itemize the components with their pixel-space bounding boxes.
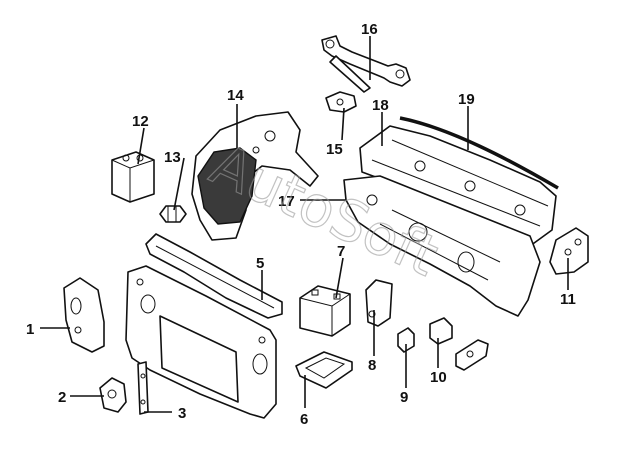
part-19-seal-strip [399, 116, 559, 190]
part-16-wiper-linkage [321, 35, 411, 93]
part-15-clip [325, 91, 357, 113]
callout-14: 14 [227, 87, 244, 104]
part-8-battery-bracket [365, 279, 393, 327]
leader-lines [40, 36, 569, 413]
part-9-fastener [397, 327, 415, 353]
callout-3: 3 [178, 405, 186, 422]
part-13-connector [159, 205, 187, 223]
part-11-bracket [549, 227, 589, 275]
callout-18: 18 [372, 97, 389, 114]
callout-2: 2 [58, 389, 66, 406]
part-4-front-panel [125, 265, 277, 419]
callout-13: 13 [164, 149, 181, 166]
callout-10: 10 [430, 369, 447, 386]
callout-5: 5 [256, 255, 264, 272]
part-2-round-bracket [99, 377, 127, 413]
part-12-relay-box [111, 151, 155, 203]
callout-11: 11 [560, 291, 576, 308]
callout-19: 19 [458, 91, 475, 108]
part-6-battery-tray [295, 351, 353, 389]
part-10-bracket [429, 317, 489, 371]
part-1-side-plate [63, 277, 105, 353]
part-18-cowl-panel [359, 125, 557, 247]
callout-8: 8 [368, 357, 376, 374]
callout-1: 1 [26, 321, 34, 338]
callout-7: 7 [337, 243, 345, 260]
part-14-apron [191, 111, 319, 241]
callout-16: 16 [361, 21, 378, 38]
callout-9: 9 [400, 389, 408, 406]
part-5-upper-support [145, 233, 283, 319]
callout-6: 6 [300, 411, 308, 428]
part-7-battery [299, 285, 351, 337]
callout-17: 17 [278, 193, 295, 210]
callout-12: 12 [132, 113, 149, 130]
callout-labels: 1 2 3 5 6 7 8 9 10 11 12 13 14 15 16 17 … [26, 21, 576, 428]
part-17-dash-panel [343, 175, 541, 317]
part-3-strut [137, 361, 149, 415]
callout-15: 15 [326, 141, 343, 158]
